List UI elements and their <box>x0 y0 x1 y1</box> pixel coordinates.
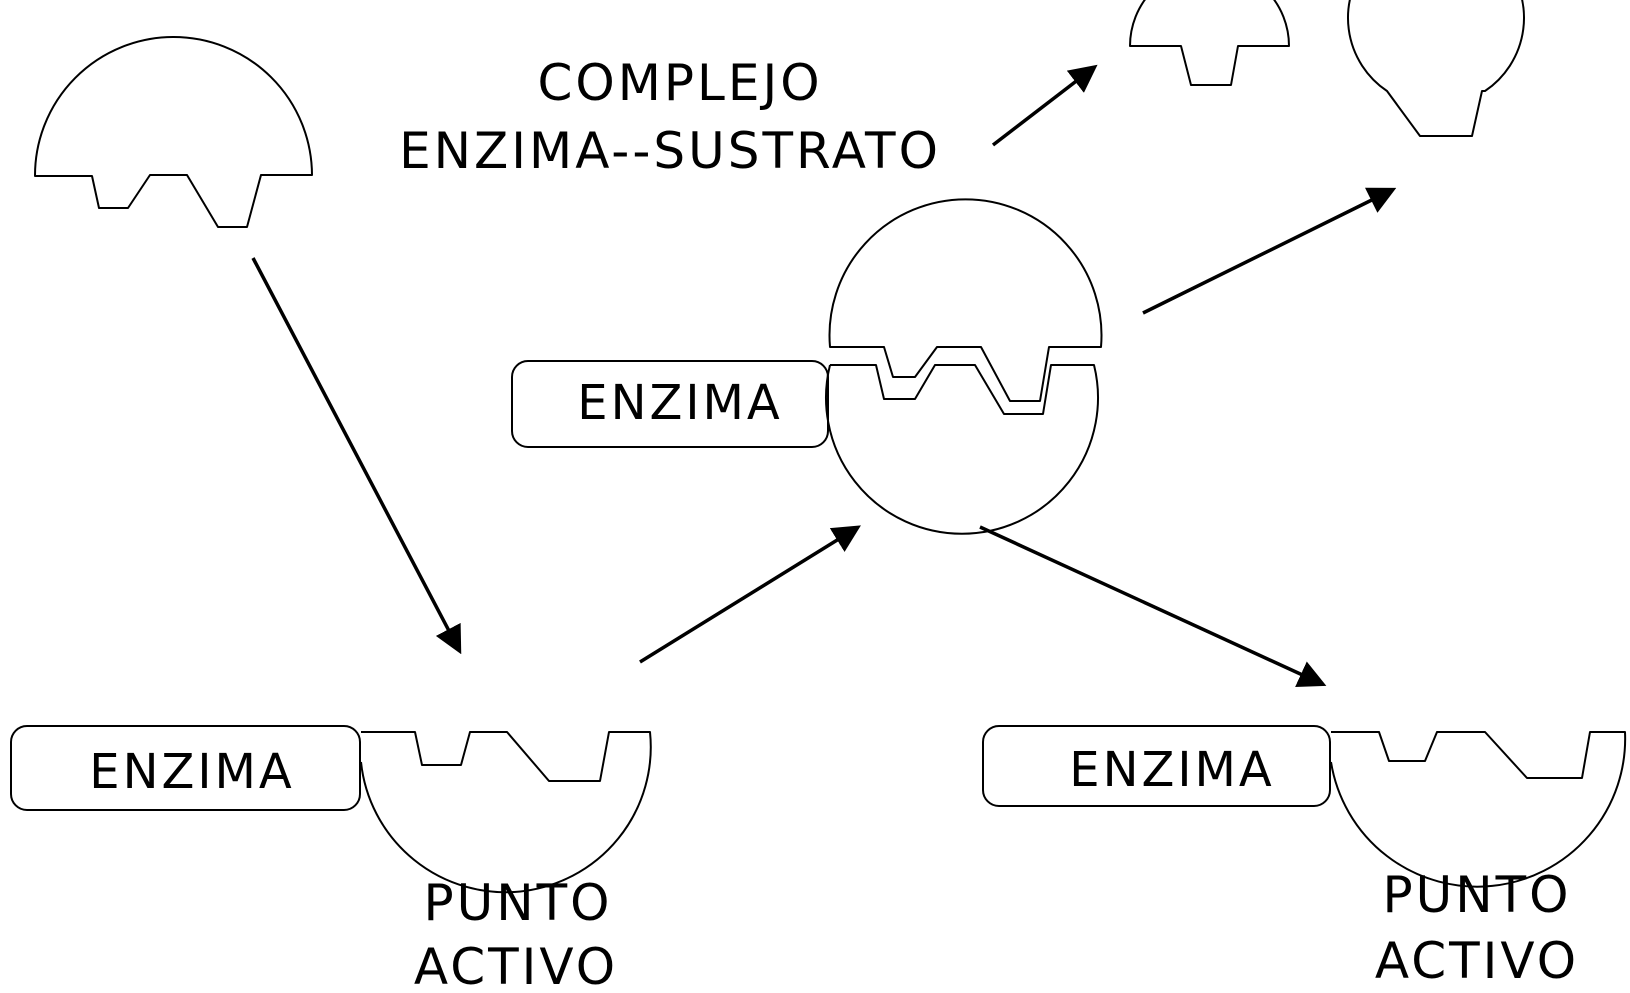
enzyme-label-left: ENZIMA <box>89 744 295 800</box>
complex-enzyme-box <box>511 360 829 448</box>
arrow-substrate-to-enzyme <box>251 257 462 655</box>
active-site-label-right-line1: PUNTO <box>1382 866 1571 924</box>
arrow-enzyme-to-complex <box>639 525 861 664</box>
arrow-complex-to-product-1 <box>991 64 1098 147</box>
enzyme-label-center: ENZIMA <box>577 375 783 431</box>
arrow-complex-to-product-2 <box>1142 187 1397 315</box>
product-fragment-2 <box>1347 0 1525 137</box>
enzyme-box-right <box>982 725 1331 807</box>
active-site-label-left-line2: ACTIVO <box>414 938 618 988</box>
complex-substrate-shape <box>828 198 1103 402</box>
enzyme-active-site-left <box>360 731 652 894</box>
enzyme-label-right: ENZIMA <box>1069 742 1275 798</box>
arrow-complex-to-enzyme <box>979 525 1327 687</box>
enzyme-active-site-right <box>1330 731 1627 888</box>
enzyme-box-left <box>10 725 361 811</box>
complex-label-line1: COMPLEJO <box>537 54 822 112</box>
active-site-label-left-line1: PUNTO <box>423 874 612 932</box>
active-site-label-right-line2: ACTIVO <box>1375 932 1579 988</box>
complex-enzyme-shape <box>825 364 1099 535</box>
complex-label-line2: ENZIMA--SUSTRATO <box>399 122 941 180</box>
substrate-shape <box>33 36 313 228</box>
product-fragment-1 <box>1129 0 1290 86</box>
